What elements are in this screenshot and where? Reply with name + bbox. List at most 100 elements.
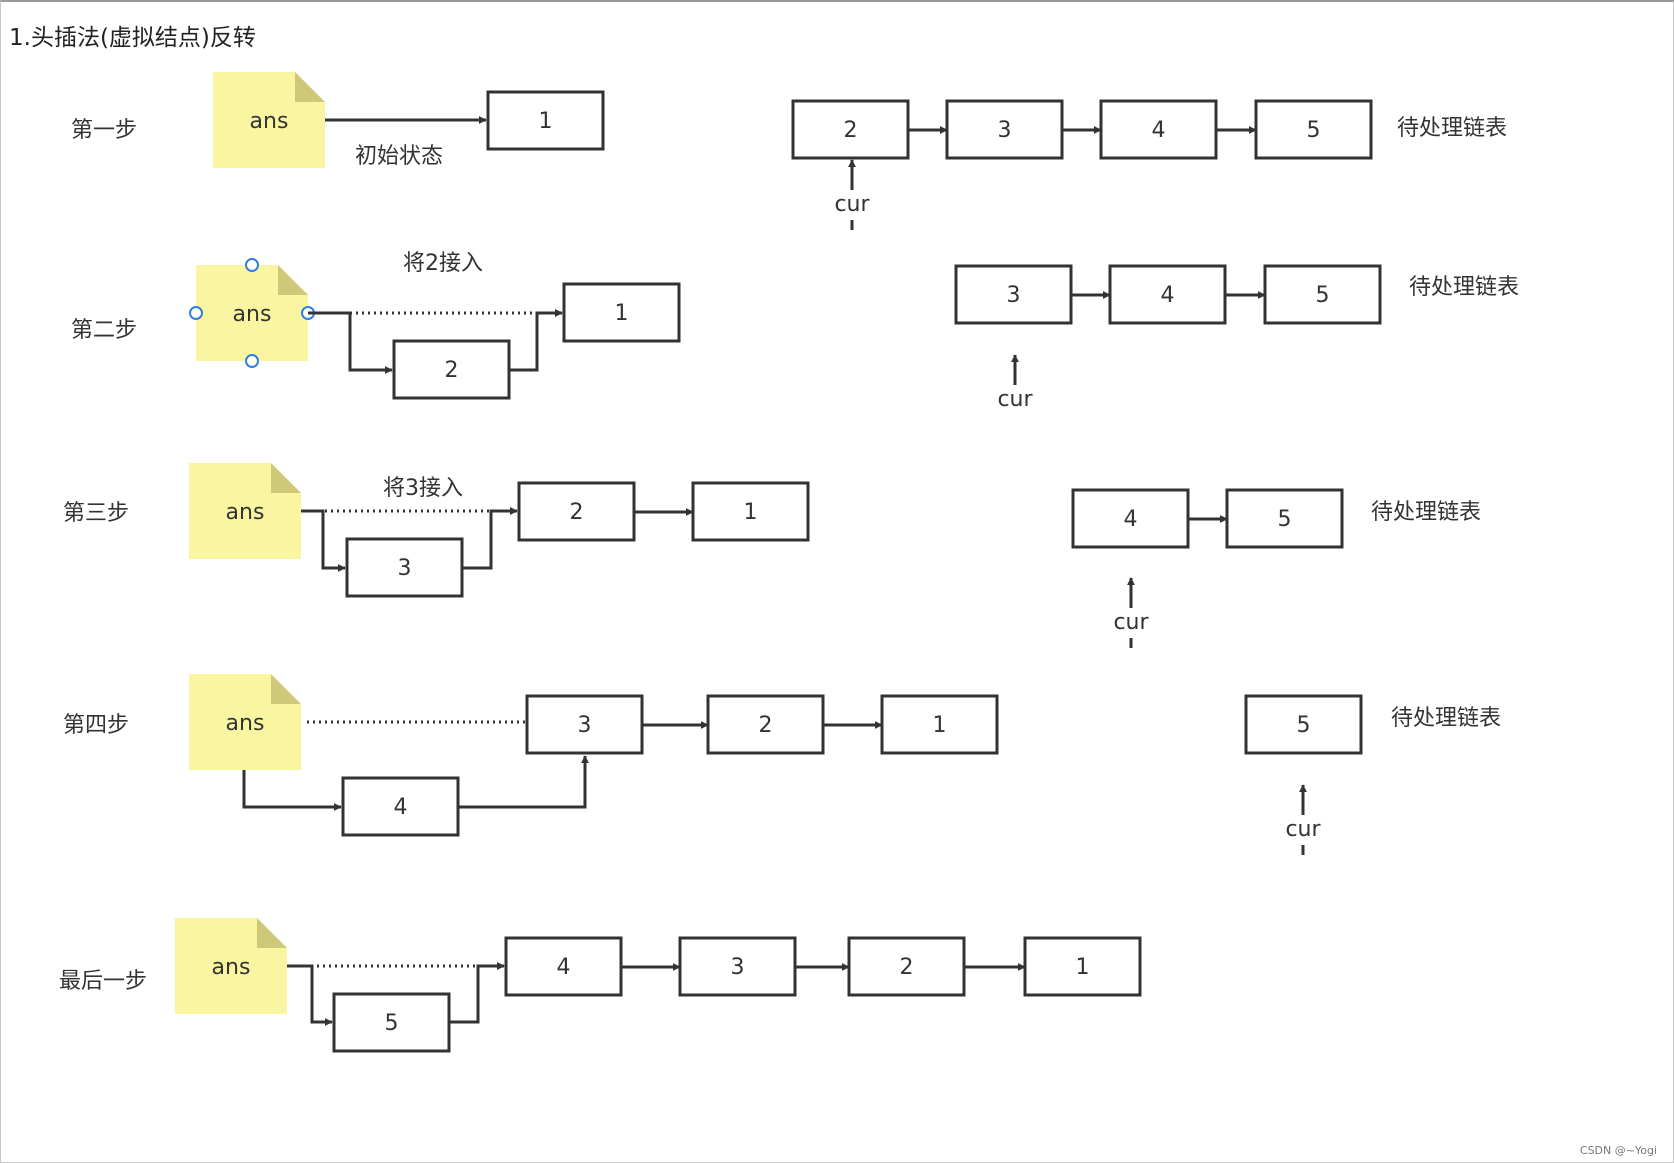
step-label: 第三步 [63, 501, 129, 526]
insert-link-arrow [458, 755, 589, 809]
step-caption: 将2接入 [403, 251, 483, 276]
cur-label: cur [1113, 610, 1149, 635]
pending-node: 5 [1225, 488, 1344, 549]
reversed-node: 4 [504, 936, 623, 997]
ans-sticky-note: ans [189, 463, 301, 559]
reversed-node: 1 [880, 694, 999, 755]
list-node-box [1263, 264, 1382, 325]
note-label: ans [226, 711, 265, 736]
inserted-node: 2 [392, 339, 511, 400]
cur-label: cur [1285, 817, 1321, 842]
note-fold [278, 265, 308, 295]
pending-node: 5 [1254, 99, 1373, 160]
list-node-box [332, 992, 451, 1053]
insert-link-arrow [242, 770, 342, 811]
pending-list-label: 待处理链表 [1409, 275, 1519, 300]
page-title: 1.头插法(虚拟结点)反转 [9, 25, 256, 51]
list-node-box [706, 694, 825, 755]
reversed-node: 1 [562, 282, 681, 343]
list-node-box [486, 90, 605, 151]
list-node-value: 1 [744, 500, 758, 525]
pending-node: 5 [1244, 694, 1363, 755]
ans-sticky-note: ans [175, 918, 287, 1014]
reversed-node: 1 [691, 481, 810, 542]
reversed-node: 3 [525, 694, 644, 755]
list-node-value: 5 [385, 1011, 399, 1036]
pending-node: 5 [1263, 264, 1382, 325]
list-node-value: 4 [394, 795, 408, 820]
step-label: 第一步 [71, 118, 137, 143]
reversed-node: 2 [517, 481, 636, 542]
inserted-node: 5 [332, 992, 451, 1053]
watermark: CSDN @~Yogi [1579, 1144, 1657, 1157]
list-node-value: 3 [731, 955, 745, 980]
cur-label: cur [997, 387, 1033, 412]
note-label: ans [212, 955, 251, 980]
reversed-node: 3 [678, 936, 797, 997]
pending-node: 4 [1099, 99, 1218, 160]
cur-label: cur [834, 192, 870, 217]
note-fold [257, 918, 287, 948]
selection-handle[interactable] [189, 306, 203, 320]
list-node-value: 4 [1161, 283, 1175, 308]
pending-node: 4 [1071, 488, 1190, 549]
pending-node: 3 [954, 264, 1073, 325]
list-node-box [1225, 488, 1344, 549]
pending-node: 2 [791, 99, 910, 160]
list-node-value: 2 [570, 500, 584, 525]
pending-list-label: 待处理链表 [1397, 116, 1507, 141]
reversed-node: 1 [1023, 936, 1142, 997]
note-fold [295, 72, 325, 102]
pending-node: 4 [1108, 264, 1227, 325]
list-node-value: 4 [557, 955, 571, 980]
list-node-value: 5 [1316, 283, 1330, 308]
insert-link-arrow [301, 509, 346, 572]
list-node-box [392, 339, 511, 400]
list-node-box [504, 936, 623, 997]
list-node-value: 5 [1278, 507, 1292, 532]
inserted-node: 3 [345, 537, 464, 598]
note-fold [271, 463, 301, 493]
list-node-box [954, 264, 1073, 325]
note-label: ans [250, 109, 289, 134]
list-node-value: 3 [398, 556, 412, 581]
step-label: 最后一步 [59, 969, 147, 994]
ans-sticky-note: ans [196, 265, 308, 361]
list-node-value: 1 [539, 109, 553, 134]
list-node-box [1244, 694, 1363, 755]
list-node-value: 2 [844, 118, 858, 143]
list-node-value: 2 [759, 713, 773, 738]
insert-link-arrow [287, 964, 333, 1026]
list-node-value: 1 [933, 713, 947, 738]
list-node-value: 3 [998, 118, 1012, 143]
list-node-box [341, 776, 460, 837]
list-node-value: 5 [1297, 713, 1311, 738]
list-node-value: 1 [1076, 955, 1090, 980]
list-node-value: 4 [1152, 118, 1166, 143]
step-label: 第四步 [63, 713, 129, 738]
reversed-node: 2 [706, 694, 825, 755]
step-caption: 将3接入 [383, 476, 463, 501]
list-node-value: 1 [615, 301, 629, 326]
list-node-box [562, 282, 681, 343]
list-node-value: 4 [1124, 507, 1138, 532]
list-node-value: 3 [578, 713, 592, 738]
inserted-node: 4 [341, 776, 460, 837]
note-label: ans [226, 500, 265, 525]
list-node-box [525, 694, 644, 755]
reversed-node: 2 [847, 936, 966, 997]
insert-link-arrow [449, 962, 505, 1024]
selection-handle[interactable] [245, 258, 259, 272]
step-label: 第二步 [71, 318, 137, 343]
pending-node: 3 [945, 99, 1064, 160]
insert-link-arrow [308, 311, 393, 374]
list-node-value: 2 [900, 955, 914, 980]
ans-sticky-note: ans [189, 674, 301, 770]
list-node-value: 5 [1307, 118, 1321, 143]
note-fold [271, 674, 301, 704]
step-caption: 初始状态 [355, 144, 443, 169]
ans-sticky-note: ans [213, 72, 325, 168]
selection-handle[interactable] [245, 354, 259, 368]
